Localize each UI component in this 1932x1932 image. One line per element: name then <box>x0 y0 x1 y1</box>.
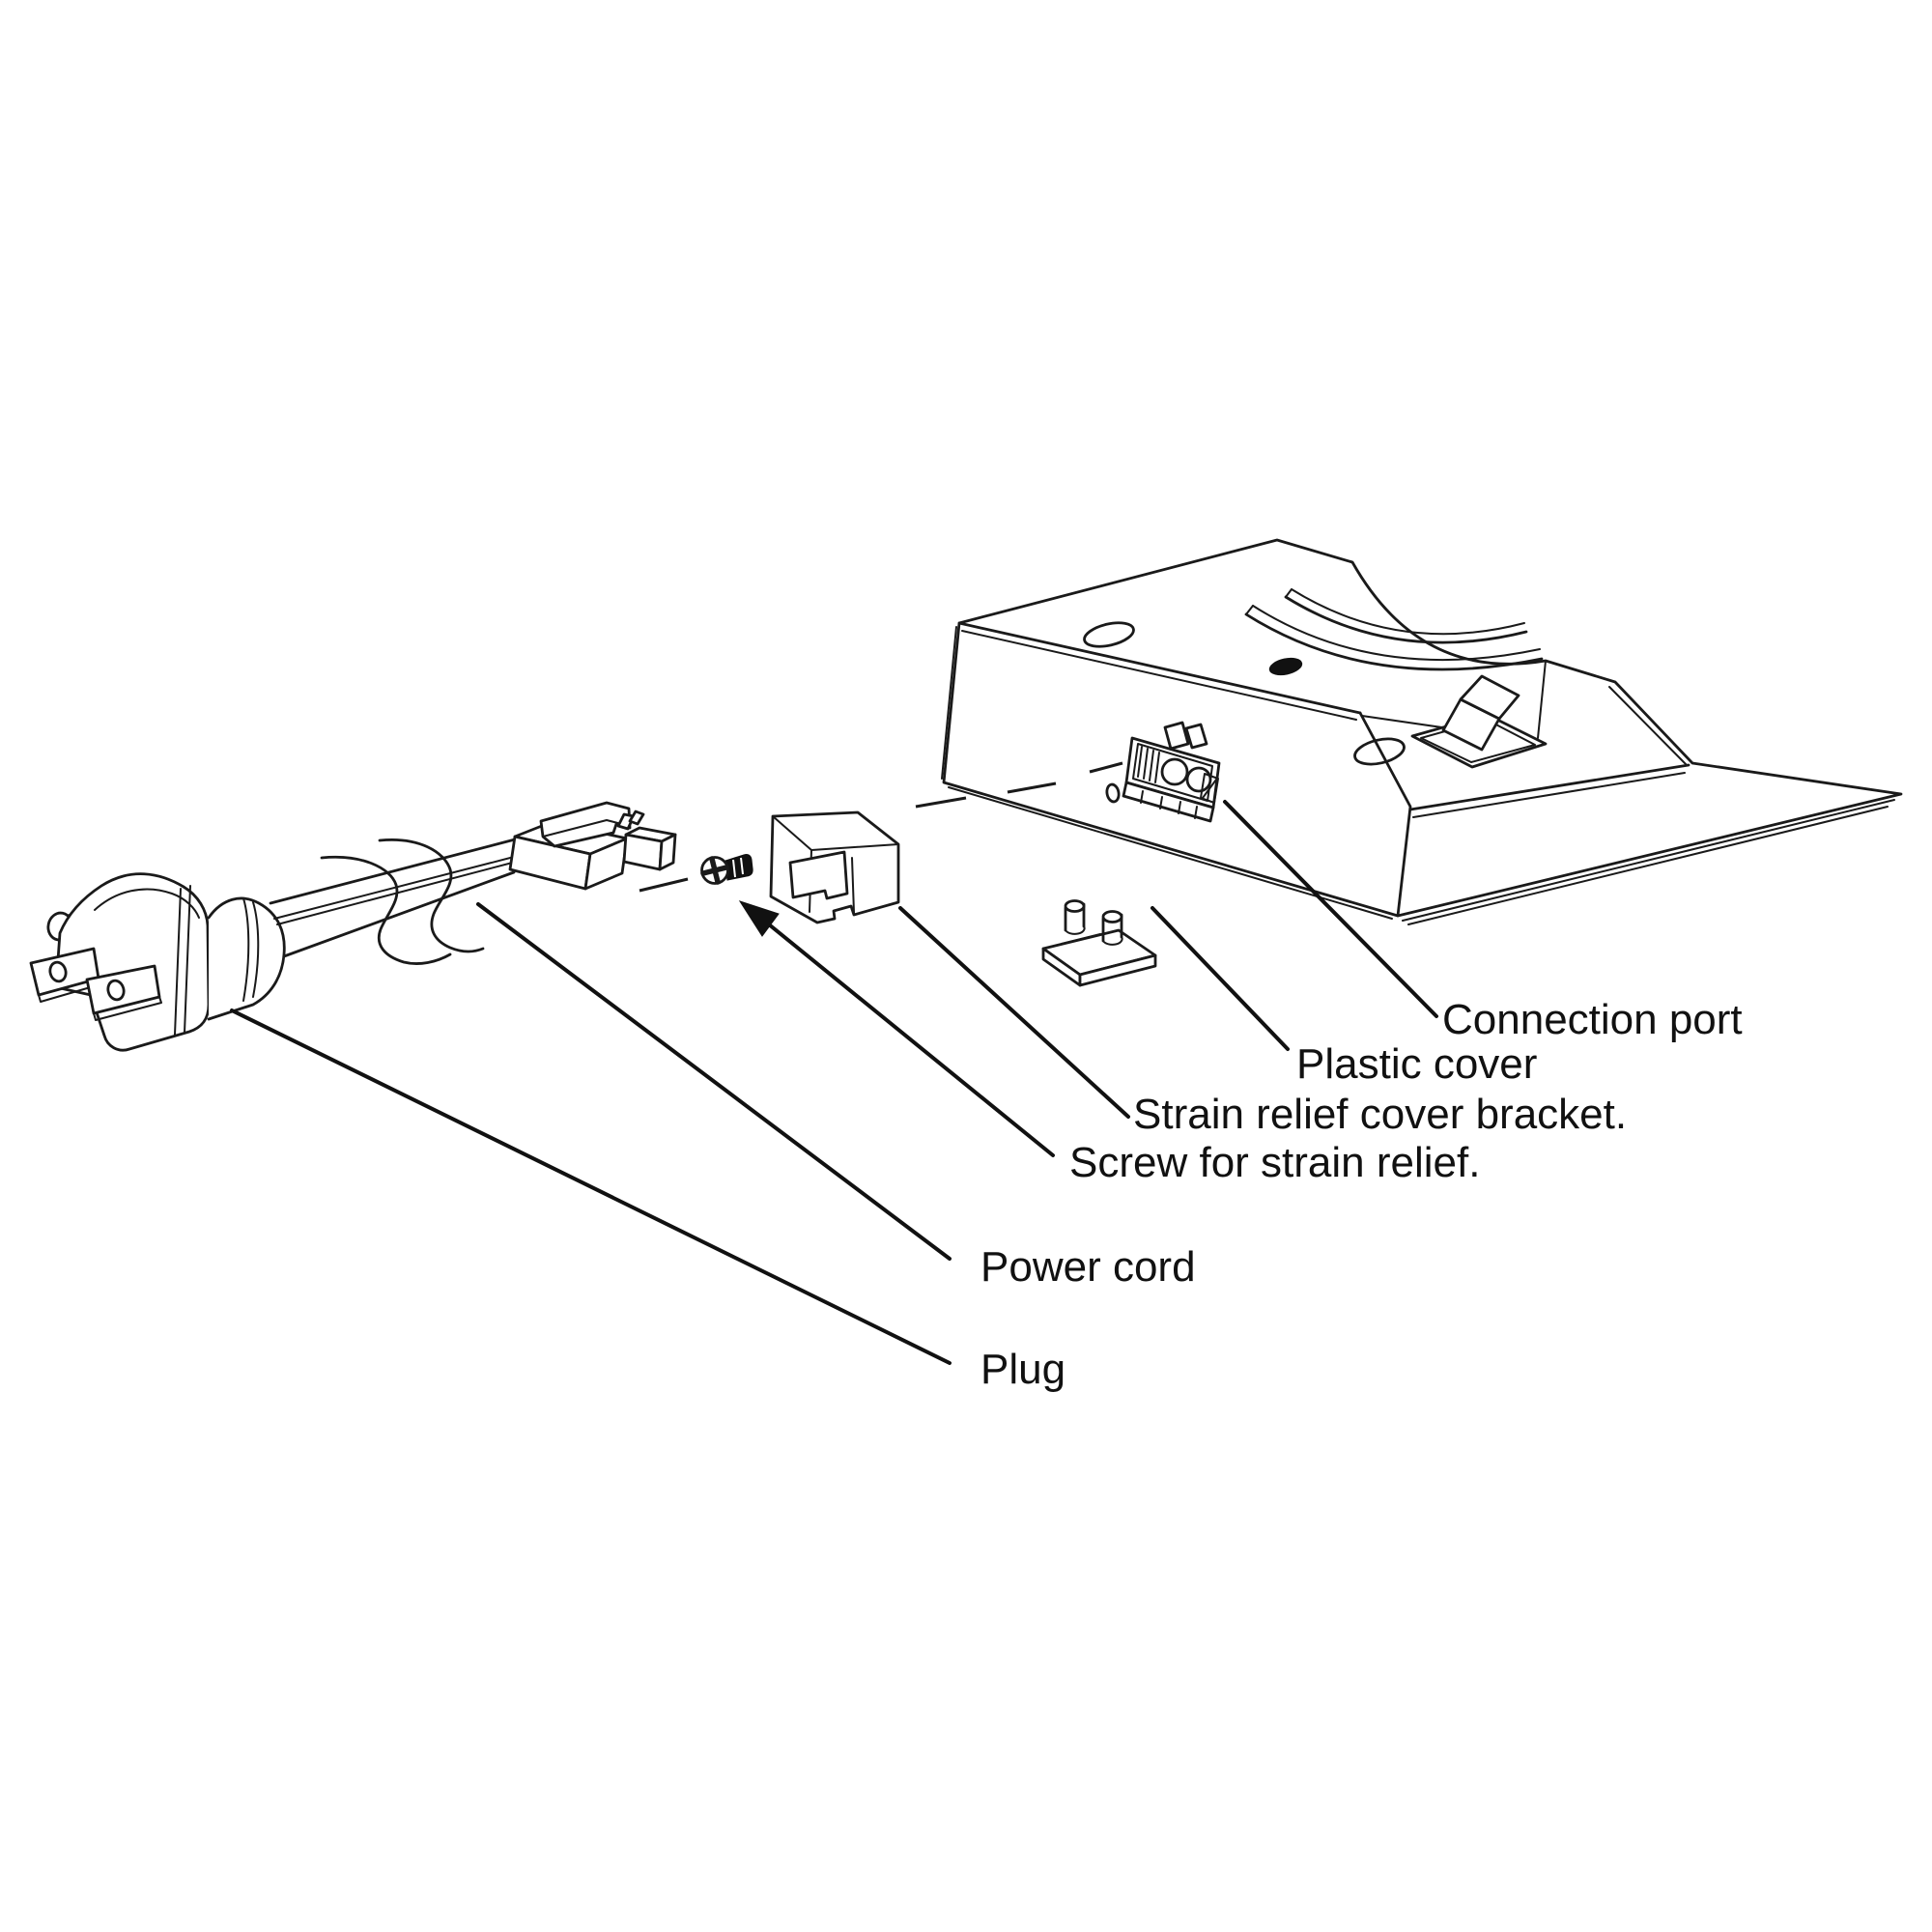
phillips-cross-icon <box>700 856 729 885</box>
rocker-switch[interactable] <box>1410 674 1548 769</box>
cord-line-mid2 <box>276 860 521 925</box>
plug-blade-2 <box>85 964 162 1021</box>
cord-break-curve-2 <box>378 838 485 953</box>
port-socket-1 <box>1160 757 1189 786</box>
top-hole-right <box>1353 737 1406 766</box>
box-corner-chamfer-edge <box>1358 711 1412 918</box>
cord-break-curve-1 <box>320 855 452 965</box>
labels: Connection port Plastic cover Strain rel… <box>980 996 1743 1393</box>
leader-plug <box>230 1009 952 1365</box>
cord-line-bottom <box>282 870 516 958</box>
power-cord[interactable] <box>269 838 521 965</box>
label-screw: Screw for strain relief. <box>1069 1139 1480 1186</box>
box-front-ridge-chamfer <box>961 630 1357 721</box>
arc-screw-detail <box>1268 657 1303 676</box>
port-key-slot <box>1200 773 1219 804</box>
plastic-cover-step-line <box>1061 933 1101 945</box>
leader-screw-arrowhead-icon <box>738 900 780 937</box>
port-tab-1 <box>1163 721 1190 751</box>
leader-lines <box>230 800 1438 1365</box>
plastic-cover-peg-2 <box>1101 910 1123 946</box>
label-plug: Plug <box>980 1346 1065 1393</box>
bracket-top-corner-edge <box>772 815 812 851</box>
leader-connection-port <box>1223 800 1438 1018</box>
port-bottom-flange <box>1122 781 1215 823</box>
box-right-chamfer-parallel <box>1608 686 1688 766</box>
connection-port[interactable] <box>1122 721 1221 823</box>
connector-terminal-tip-2 <box>628 810 645 826</box>
box-front-ridge <box>957 621 1362 715</box>
leader-plastic-cover <box>1151 906 1290 1051</box>
plug-cord-boss <box>207 896 286 1021</box>
label-power-cord: Power cord <box>980 1243 1196 1291</box>
label-plastic-cover: Plastic cover <box>1296 1040 1537 1088</box>
bracket-channel-opening <box>788 850 849 900</box>
cord-connector[interactable] <box>508 801 677 891</box>
cord-line-top <box>269 838 517 905</box>
leader-power-cord <box>476 902 952 1261</box>
screw-for-strain-relief[interactable] <box>700 854 753 885</box>
switch-platform-step <box>1537 660 1547 739</box>
plug-body <box>54 872 211 1052</box>
box-right-face-top-edge <box>1408 763 1690 811</box>
plug[interactable] <box>29 872 286 1052</box>
box-right-face-top-edge-parallel <box>1412 772 1686 818</box>
wedge-plate-edge-line-1 <box>1402 799 1895 922</box>
plastic-cover-plate-side-right <box>1078 953 1157 987</box>
port-hatch-lines <box>1137 746 1160 783</box>
leader-strain-relief-bracket <box>898 906 1130 1119</box>
connector-end-box-right <box>658 833 677 871</box>
port-tab-2 <box>1184 723 1208 750</box>
control-box-drawing <box>941 538 1903 925</box>
screw-shank <box>724 854 753 881</box>
top-hole-left <box>1083 621 1135 648</box>
port-socket-2 <box>1185 766 1212 793</box>
pilot-hole <box>1105 782 1121 804</box>
control-box-silhouette <box>942 538 1903 918</box>
label-strain-relief-bracket: Strain relief cover bracket. <box>1133 1091 1627 1138</box>
bracket-top-front-edge <box>810 843 899 851</box>
port-flange-hatch <box>1140 790 1198 819</box>
box-left-edge-line <box>941 626 957 780</box>
plastic-cover-peg-1 <box>1064 899 1086 935</box>
plug-seam-lines <box>174 885 191 1036</box>
connector-end-box-front <box>622 833 664 871</box>
plug-hood-inner-arc <box>94 888 200 919</box>
bracket-right-leg-edge <box>851 857 855 914</box>
strain-relief-cover-bracket[interactable] <box>769 810 900 924</box>
label-connection-port: Connection port <box>1442 996 1743 1043</box>
wedge-plate-edge-line-2 <box>1407 806 1889 925</box>
plastic-cover[interactable] <box>1041 899 1157 987</box>
top-arc-recess <box>1244 588 1544 676</box>
leader-screw-shaft <box>767 923 1055 1157</box>
plug-boss-ridges <box>242 897 260 1002</box>
assembly-axis-dashes <box>639 761 1123 893</box>
